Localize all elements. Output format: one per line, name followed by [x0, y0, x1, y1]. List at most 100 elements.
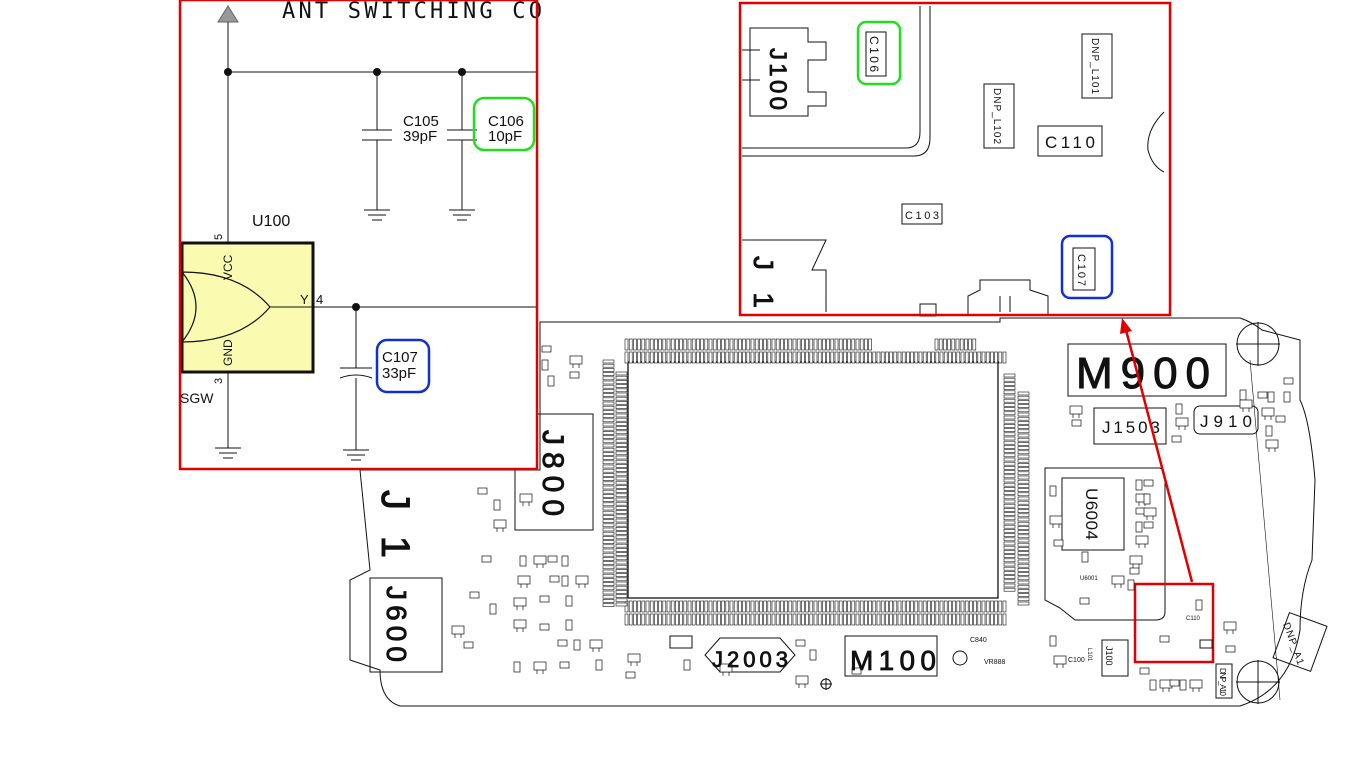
pin-right-outer [1017, 601, 1030, 606]
pin-top-inner [969, 351, 973, 364]
pin-left-outer [602, 452, 615, 456]
j600-footprint [369, 577, 443, 673]
pin-top-outer [641, 338, 646, 351]
pin-right-inner [1003, 558, 1016, 563]
pin-right-inner [1003, 566, 1016, 571]
passive-part [1071, 419, 1082, 427]
pin-left-inner [615, 518, 628, 523]
pin-bottom-inner [733, 600, 738, 613]
pin-bottom-inner [973, 600, 977, 613]
pin-top-outer-b [938, 338, 943, 351]
pin-top-inner [880, 351, 885, 364]
pin-left-inner [615, 501, 628, 506]
label-dnp-a1: DNP_A1 [1280, 621, 1306, 667]
passive-part [625, 671, 636, 679]
pin-top-outer [855, 338, 860, 351]
pin-left-inner [615, 560, 628, 565]
u6004-chip [1061, 477, 1125, 551]
c107-schematic-highlight [375, 338, 431, 394]
passive-part [1135, 521, 1143, 533]
label-u6001: U6001 [1080, 576, 1098, 582]
pin-left-outer [602, 456, 615, 460]
pin-left-outer [602, 531, 615, 536]
pin-right-inner [1003, 453, 1016, 458]
pin-top-inner [922, 351, 927, 364]
pin-right-inner [1003, 491, 1016, 495]
pin-bottom-outer [931, 613, 935, 626]
pin-top-inner [956, 351, 961, 364]
pin-bottom-inner [817, 600, 822, 613]
pin-top-inner [805, 351, 809, 364]
pin-right-inner [1003, 419, 1016, 424]
pin-left-outer [602, 506, 615, 511]
pin-bottom-inner [721, 600, 725, 613]
pin-left-outer [602, 599, 615, 603]
pin-right-inner [1003, 554, 1016, 558]
pin-top-inner [721, 351, 725, 364]
pin-bottom-inner [872, 600, 877, 613]
pin-bottom-inner [985, 600, 990, 613]
pin-right-outer [1017, 526, 1030, 530]
pin-bottom-inner [654, 600, 658, 613]
pin-right-outer [1017, 551, 1030, 555]
pin-top-inner [822, 351, 826, 364]
pin-left-outer [602, 565, 615, 570]
pin-left-inner [615, 476, 628, 481]
pin-right-outer [1017, 395, 1030, 400]
pin-right-inner [1003, 461, 1016, 466]
layout-label-dnp-l101: DNP_L101 [1089, 38, 1100, 94]
pin-top-inner [994, 351, 998, 364]
transistor-part [1265, 439, 1279, 449]
pin-bottom-outer [809, 613, 814, 626]
passive-part [1265, 425, 1273, 437]
pin-right-inner [1003, 529, 1016, 533]
transistor-part [513, 619, 527, 629]
pin-bottom-inner [939, 600, 944, 613]
pin-top-outer [717, 338, 721, 351]
pin-right-outer [1017, 572, 1030, 576]
pin-bottom-outer [670, 613, 675, 626]
c106-pad [865, 31, 887, 77]
j100-footprint-large [749, 27, 827, 117]
pin-bottom-outer [889, 613, 893, 626]
pin-left-inner [615, 447, 628, 451]
label-j1503: J1503 [1102, 418, 1160, 437]
pin-top-outer [704, 338, 709, 351]
passive-part [1079, 597, 1090, 605]
pin-left-outer [602, 380, 615, 385]
transistor-part [575, 575, 589, 585]
pin-left-inner [615, 590, 628, 594]
passive-part [1257, 391, 1268, 399]
pin-top-outer [683, 338, 688, 351]
pin-top-inner [628, 351, 633, 364]
pin-top-outer [805, 338, 809, 351]
pin-bottom-outer [822, 613, 826, 626]
pin-right-inner [1003, 541, 1016, 546]
c106-value: 10pF [488, 128, 522, 145]
pin-right-inner [1003, 415, 1016, 420]
pin-top-inner [981, 351, 986, 364]
pin-top-inner [859, 351, 864, 364]
pin-right-inner [1003, 537, 1016, 542]
pin-bottom-inner [864, 600, 868, 613]
pin-left-inner [615, 464, 628, 468]
pin-top-inner [733, 351, 738, 364]
transistor-part [517, 575, 531, 585]
pin-bottom-inner [805, 600, 809, 613]
pin-right-outer [1017, 555, 1030, 560]
pin-bottom-inner [885, 600, 889, 613]
c105-ref: C105 [403, 113, 439, 130]
pin-bottom-inner [960, 600, 965, 613]
pin-right-inner [1003, 495, 1016, 500]
pin-left-inner [615, 539, 628, 544]
u100-ref: U100 [252, 213, 290, 230]
pin-top-inner [893, 351, 898, 364]
transistor-part [1239, 399, 1253, 409]
pin-bottom-inner [952, 600, 956, 613]
pin-left-outer [602, 368, 615, 372]
pin-left-inner [615, 573, 628, 577]
pin-rows [602, 338, 1030, 626]
pin-left-inner [615, 371, 628, 376]
pin-bottom-inner [645, 600, 650, 613]
pin-top-inner [885, 351, 889, 364]
